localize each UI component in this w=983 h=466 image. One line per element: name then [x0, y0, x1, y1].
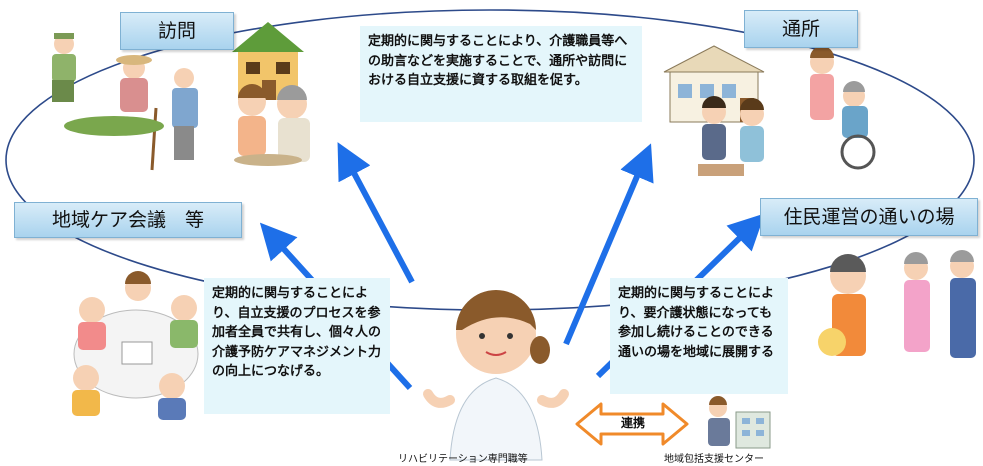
arrow-to-visit — [337, 142, 415, 284]
left-note: 定期的に関与することにより、自立支援のプロセスを参加者全員で共有し、個々人の介護… — [204, 278, 390, 414]
right-note: 定期的に関与することにより、要介護状態になっても参加し続けることのできる通いの場… — [610, 278, 788, 394]
link-label: 連携 — [620, 416, 645, 430]
rehab-professional-caption: リハビリテーション専門職等 — [398, 454, 528, 465]
support-center-caption: 地域包括支援センター — [664, 454, 764, 465]
community-care-meeting-label: 地域ケア会議 等 — [14, 202, 242, 238]
rehab-professional-illustration — [423, 290, 569, 461]
link-arrow — [575, 402, 689, 446]
arrow-to-day-service — [563, 143, 654, 346]
visit-label: 訪問 — [120, 12, 234, 50]
gathering-place-label: 住民運営の通いの場 — [760, 198, 978, 236]
day-service-people-illustration — [698, 96, 764, 176]
home-care-illustration — [234, 84, 310, 166]
wheelchair-illustration — [810, 46, 876, 170]
visit-illustration — [52, 33, 198, 171]
support-center-illustration — [708, 396, 771, 449]
day-service-label: 通所 — [744, 10, 858, 48]
meeting-illustration — [72, 271, 199, 420]
exercise-illustration — [818, 250, 976, 358]
top-note: 定期的に関与することにより、介護職員等への助言などを実施することで、通所や訪問に… — [360, 26, 642, 122]
